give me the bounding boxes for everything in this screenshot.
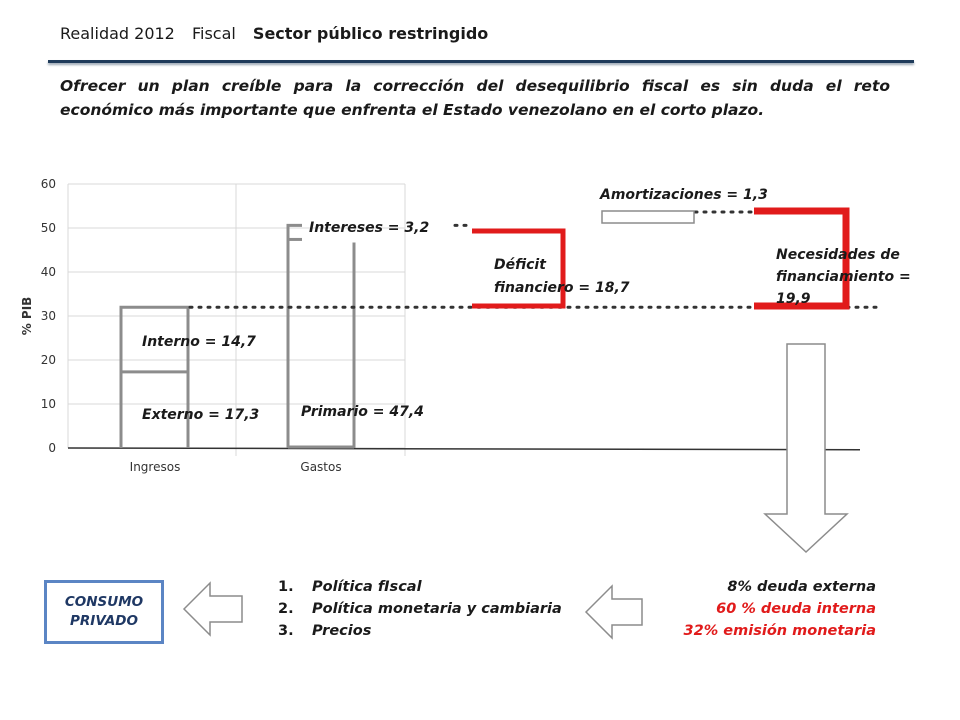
label-necesidades-line1: Necesidades de xyxy=(776,247,900,263)
label-amortizaciones: Amortizaciones = 1,3 xyxy=(599,187,768,203)
y-tick-label: 30 xyxy=(41,309,56,323)
policy-item: 1.Política fIscal xyxy=(278,579,422,595)
bar-gastos-left xyxy=(286,223,302,448)
y-tick-label: 50 xyxy=(41,221,56,235)
bracket-necesidades xyxy=(754,207,850,310)
y-axis-label: % PIB xyxy=(20,297,34,336)
chart-marks xyxy=(119,207,882,449)
consumo-privado-box: CONSUMO PRIVADO xyxy=(44,580,164,644)
policy-list: 1.Política fIscal 2.Política monetaria y… xyxy=(278,576,562,642)
financing-sources: 8% deuda externa 60 % deuda interna 32% … xyxy=(684,576,876,642)
x-tick-label: Gastos xyxy=(300,460,341,474)
financing-item: 8% deuda externa xyxy=(727,579,876,595)
y-tick-label: 20 xyxy=(41,353,56,367)
label-deficit-line2: financiero = 18,7 xyxy=(494,280,630,296)
bracket-deficit xyxy=(472,228,566,309)
label-necesidades-line2: financiamiento = xyxy=(776,269,911,285)
y-tick-label: 60 xyxy=(41,177,56,191)
label-intereses: Intereses = 3,2 xyxy=(309,220,429,236)
financing-item: 60 % deuda interna xyxy=(716,601,876,617)
header: Realidad 2012 Fiscal Sector público rest… xyxy=(60,24,500,43)
x-tick-label: Ingresos xyxy=(130,460,181,474)
label-deficit-line1: Déficit xyxy=(494,257,547,273)
header-middle: Fiscal xyxy=(191,24,236,43)
label-primario: Primario = 47,4 xyxy=(301,404,424,420)
y-tick-label: 0 xyxy=(48,441,56,455)
policy-item: 2.Política monetaria y cambiaria xyxy=(278,601,562,617)
box-amortizaciones xyxy=(601,210,695,224)
policy-item: 3.Precios xyxy=(278,623,372,639)
header-rule xyxy=(48,60,914,63)
label-interno: Interno = 14,7 xyxy=(142,334,256,350)
y-tick-label: 10 xyxy=(41,397,56,411)
x-axis-line xyxy=(67,447,861,451)
header-title: Sector público restringido xyxy=(252,24,489,43)
y-tick-label: 40 xyxy=(41,265,56,279)
bar-ingresos xyxy=(119,305,190,448)
grid xyxy=(67,183,406,456)
intro-text: Ofrecer un plan creíble para la correcci… xyxy=(60,77,890,119)
y-axis: 0 10 20 30 40 50 60 % PIB Ingresos Gastos xyxy=(20,177,861,474)
header-left: Realidad 2012 xyxy=(60,24,175,43)
label-necesidades-line3: 19,9 xyxy=(776,291,811,307)
label-externo: Externo = 17,3 xyxy=(142,407,259,423)
financing-item: 32% emisión monetaria xyxy=(683,623,876,639)
